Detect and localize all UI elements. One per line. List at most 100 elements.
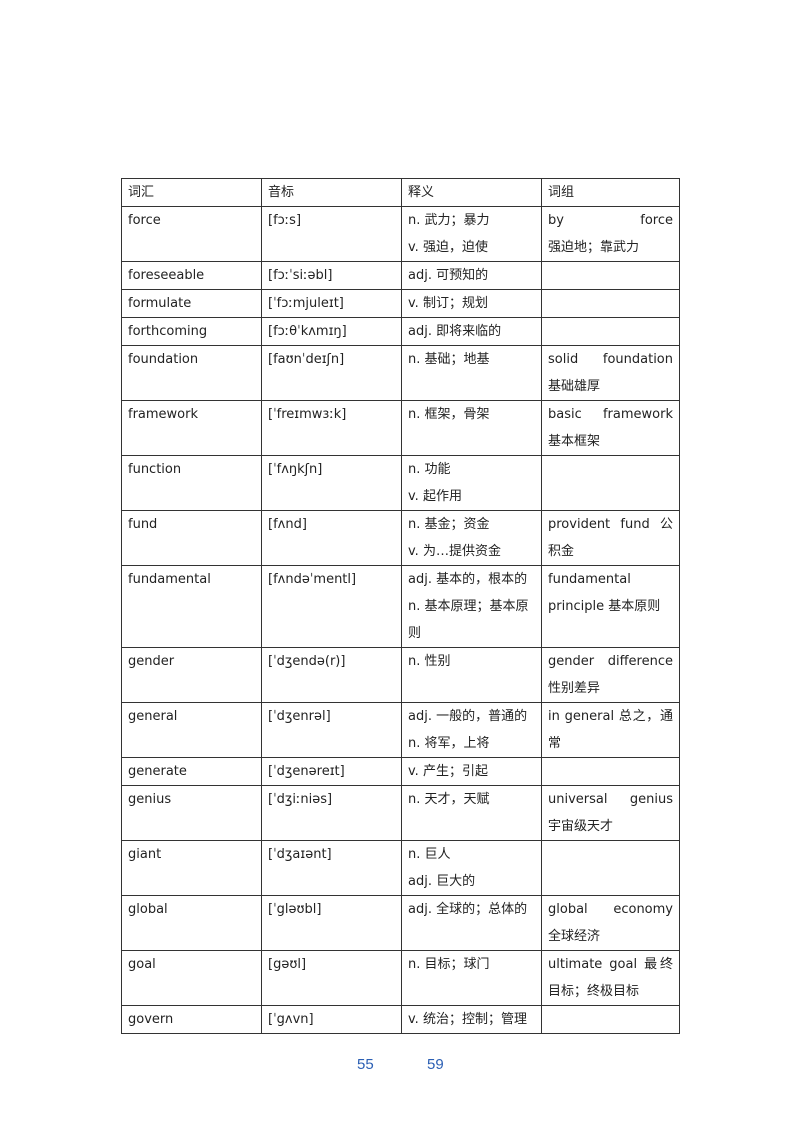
meaning-cell: adj. 即将来临的 (401, 317, 542, 346)
table-header-row: 词汇 音标 释义 词组 (121, 178, 680, 207)
phrase-cell (541, 455, 680, 511)
phrase-line: 宇宙级天才 (548, 819, 614, 834)
phrase-cell (541, 757, 680, 786)
phonetic-cell: [ˈdʒaɪənt] (261, 840, 402, 896)
phonetic-cell: [ˈgləʊbl] (261, 895, 402, 951)
header-meaning: 释义 (401, 178, 542, 207)
table-row: goal[gəʊl] n. 目标；球门 ultimate goal 最终目标；终极目… (121, 950, 680, 1006)
meaning-cell: n. 目标；球门 (401, 950, 542, 1006)
page-number-right: 59 (427, 1056, 444, 1073)
phrase-line: in general 总之，通 (548, 709, 673, 724)
meaning-cell: adj. 可预知的 (401, 261, 542, 290)
meaning-cell: n. 性别 (401, 647, 542, 703)
vocabulary-sheet: 词汇 音标 释义 词组 force[fɔːs] n. 武力；暴力 v. 强迫，迫使 b… (121, 178, 680, 1034)
meaning-line: n. 性别 (408, 654, 451, 669)
word-cell: foreseeable (121, 261, 262, 290)
phonetic-cell: [fʌndəˈmentl] (261, 565, 402, 648)
phrase-line: 积金 (548, 544, 575, 559)
phrase-line: fundamental (548, 572, 631, 587)
header-phonetic: 音标 (261, 178, 402, 207)
phonetic-cell: [ˈfʌŋkʃn] (261, 455, 402, 511)
meaning-line: n. 天才，天赋 (408, 792, 490, 807)
phonetic-cell: [ˈdʒendə(r)] (261, 647, 402, 703)
meaning-line: n. 功能 (408, 462, 451, 477)
meaning-line: n. 目标；球门 (408, 957, 490, 972)
meaning-line: n. 基金；资金 (408, 517, 490, 532)
table-row: forthcoming[fɔːθˈkʌmɪŋ]adj. 即将来临的 (121, 317, 680, 346)
table-row: generate[ˈdʒenəreɪt]v. 产生；引起 (121, 757, 680, 786)
phrase-cell: solid foundation 基础雄厚 (541, 345, 680, 401)
header-word: 词汇 (121, 178, 262, 207)
phrase-line: ultimate goal 最终 (548, 957, 673, 972)
phrase-line: 目标；终极目标 (548, 984, 640, 999)
header-phrase: 词组 (541, 178, 680, 207)
meaning-line: adj. 即将来临的 (408, 324, 502, 339)
phrase-line: basic framework (548, 407, 673, 422)
meaning-cell: n. 基础；地基 (401, 345, 542, 401)
table-row: force[fɔːs] n. 武力；暴力 v. 强迫，迫使 by force 强迫地；靠… (121, 206, 680, 262)
word-cell: goal (121, 950, 262, 1006)
meaning-cell: v. 产生；引起 (401, 757, 542, 786)
phonetic-cell: [ˈdʒiːniəs] (261, 785, 402, 841)
meaning-cell: adj. 一般的，普通的 n. 将军，上将 (401, 702, 542, 758)
phonetic-cell: [ˈfreɪmwɜːk] (261, 400, 402, 456)
word-cell: fund (121, 510, 262, 566)
meaning-line: n. 基础；地基 (408, 352, 490, 367)
meaning-cell: n. 框架，骨架 (401, 400, 542, 456)
meaning-cell: n. 基金；资金 v. 为…提供资金 (401, 510, 542, 566)
phrase-line: global economy (548, 902, 673, 917)
meaning-line: v. 为…提供资金 (408, 544, 501, 559)
meaning-line: v. 制订；规划 (408, 296, 488, 311)
meaning-line: adj. 基本的，根本的 (408, 572, 528, 587)
page-footer: 55 59 (0, 1056, 800, 1076)
word-cell: fundamental (121, 565, 262, 648)
table-row: function[ˈfʌŋkʃn] n. 功能 v. 起作用 (121, 455, 680, 511)
phonetic-cell: [faʊnˈdeɪʃn] (261, 345, 402, 401)
meaning-line: 则 (408, 626, 422, 641)
word-cell: govern (121, 1005, 262, 1034)
word-cell: generate (121, 757, 262, 786)
word-cell: function (121, 455, 262, 511)
phrase-cell (541, 317, 680, 346)
phrase-line: 性别差异 (548, 681, 601, 696)
phrase-line: by force (548, 213, 673, 228)
meaning-cell: adj. 全球的；总体的 (401, 895, 542, 951)
table-row: gender[ˈdʒendə(r)] n. 性别 gender difference… (121, 647, 680, 703)
phonetic-cell: [fɔːs] (261, 206, 402, 262)
word-cell: gender (121, 647, 262, 703)
table-row: govern[ˈgʌvn]v. 统治；控制；管理 (121, 1005, 680, 1034)
meaning-line: n. 将军，上将 (408, 736, 490, 751)
meaning-line: adj. 一般的，普通的 (408, 709, 528, 724)
phrase-line: 强迫地；靠武力 (548, 240, 640, 255)
phrase-line: 常 (548, 736, 562, 751)
meaning-line: v. 强迫，迫使 (408, 240, 488, 255)
meaning-line: adj. 全球的；总体的 (408, 902, 528, 917)
table-body: force[fɔːs] n. 武力；暴力 v. 强迫，迫使 by force 强迫地；靠… (121, 206, 680, 1034)
word-cell: foundation (121, 345, 262, 401)
word-cell: forthcoming (121, 317, 262, 346)
phrase-line: 基础雄厚 (548, 379, 601, 394)
word-cell: force (121, 206, 262, 262)
table-row: framework[ˈfreɪmwɜːk]n. 框架，骨架 basic frame… (121, 400, 680, 456)
phonetic-cell: [ˈdʒenəreɪt] (261, 757, 402, 786)
meaning-cell: v. 统治；控制；管理 (401, 1005, 542, 1034)
phonetic-cell: [gəʊl] (261, 950, 402, 1006)
meaning-line: v. 统治；控制；管理 (408, 1012, 527, 1027)
phonetic-cell: [fʌnd] (261, 510, 402, 566)
phrase-cell: by force 强迫地；靠武力 (541, 206, 680, 262)
meaning-line: n. 武力；暴力 (408, 213, 490, 228)
phrase-line: gender difference (548, 654, 673, 669)
phrase-line: solid foundation (548, 352, 673, 367)
meaning-line: n. 基本原理；基本原 (408, 599, 529, 614)
word-cell: framework (121, 400, 262, 456)
word-cell: global (121, 895, 262, 951)
meaning-line: n. 巨人 (408, 847, 451, 862)
meaning-cell: n. 天才，天赋 (401, 785, 542, 841)
meaning-line: v. 起作用 (408, 489, 462, 504)
